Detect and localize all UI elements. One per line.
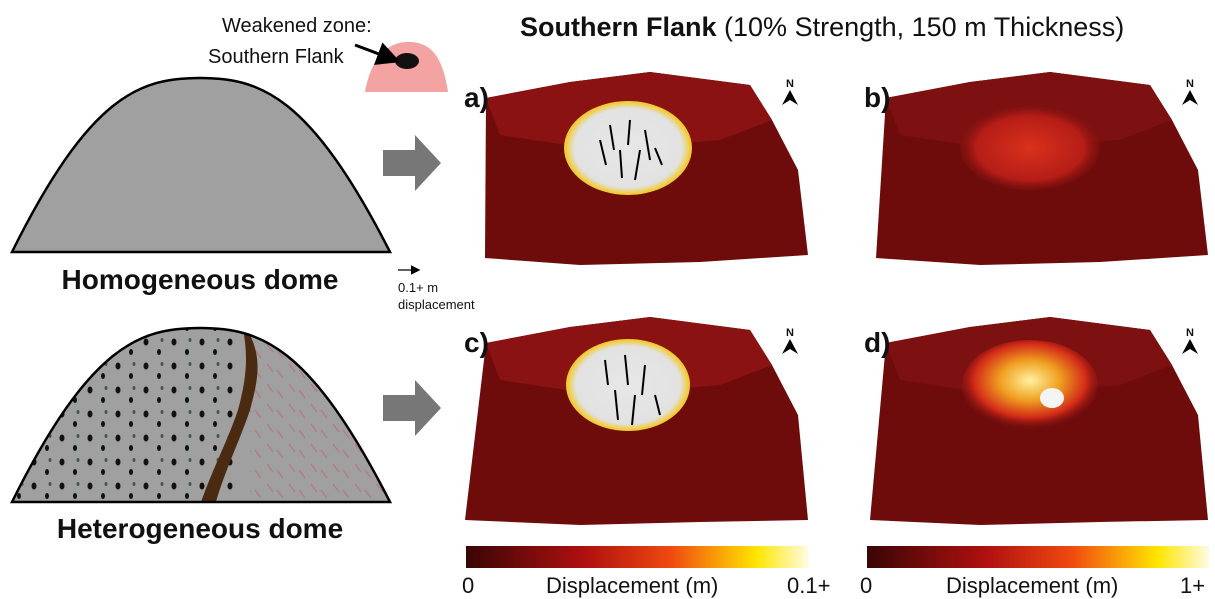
weak-zone-pointer: [354, 42, 401, 65]
colorbar-left: [466, 546, 808, 568]
colorbar-right-title: Displacement (m): [946, 573, 1119, 598]
colorbar-left-min: 0: [462, 573, 475, 598]
figure-title: Southern Flank (10% Strength, 150 m Thic…: [520, 12, 1210, 43]
colorbar-right: [867, 546, 1209, 568]
panel-a-terrain: [485, 72, 808, 265]
arrow-top: [383, 135, 441, 191]
panel-a-vectors: [599, 119, 663, 181]
heterogeneous-dome-shape: [9, 326, 393, 504]
homogeneous-dome-shape: [9, 76, 393, 254]
north-arrows: [782, 90, 1198, 354]
panel-c-terrain: [465, 317, 808, 525]
vector-scale-unit: displacement: [398, 297, 475, 312]
homogeneous-dome-label: Homogeneous dome: [61, 264, 339, 295]
heterogeneous-dome-label: Heterogeneous dome: [56, 513, 344, 544]
weakened-zone-line2: Southern Flank: [208, 46, 344, 68]
panel-b-label: b): [864, 82, 891, 113]
dike-band: [200, 335, 258, 502]
panel-b-terrain: [876, 72, 1208, 265]
panel-c-label: c): [464, 327, 489, 358]
weak-zone-spot: [395, 53, 419, 69]
panel-a-label: a): [464, 82, 489, 113]
arrow-bottom: [383, 380, 441, 436]
weakened-zone-line1: Weakened zone:: [222, 15, 372, 37]
colorbar-right-max: 1+: [1180, 573, 1206, 598]
panel-a-north: N: [786, 78, 794, 90]
vector-scale-value: 0.1+ m: [398, 280, 439, 295]
title-bold: Southern Flank: [520, 12, 717, 42]
panel-c-north: N: [786, 327, 794, 339]
panel-d-terrain: [870, 317, 1208, 525]
panel-d-north: N: [1186, 327, 1194, 339]
title-rest: (10% Strength, 150 m Thickness): [724, 12, 1125, 42]
colorbar-right-min: 0: [860, 573, 873, 598]
colorbar-left-max: 0.1+: [787, 573, 831, 598]
panel-d-label: d): [864, 327, 891, 358]
panel-c-vectors: [604, 354, 661, 426]
colorbar-left-title: Displacement (m): [546, 573, 719, 598]
panel-b-north: N: [1186, 78, 1194, 90]
